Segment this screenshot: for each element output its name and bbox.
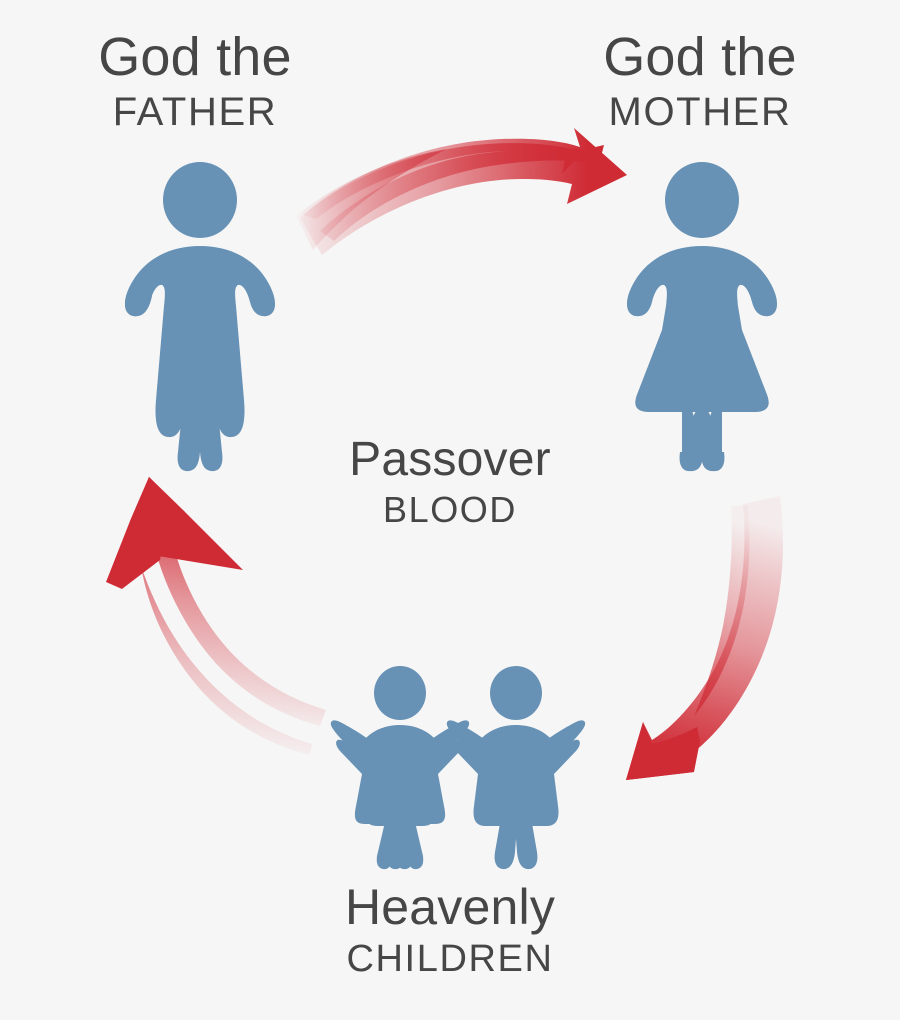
- female-figure-icon: [626, 162, 778, 472]
- arrow-father-to-mother: [296, 128, 627, 255]
- child-girl-figure-icon: [330, 666, 470, 870]
- center-label-line2: BLOOD: [382, 489, 518, 530]
- center-label-line1: Passover: [349, 433, 551, 486]
- child-boy-figure-icon: [446, 666, 586, 870]
- center-label: Passover BLOOD: [300, 436, 600, 528]
- two-children-figure-icon: [330, 666, 586, 870]
- node-label-children-line2: CHILDREN: [346, 938, 554, 980]
- node-label-children: Heavenly CHILDREN: [300, 882, 600, 978]
- node-label-mother-line1: God the: [603, 27, 797, 87]
- node-label-father-line2: FATHER: [112, 90, 278, 134]
- node-label-mother: God the MOTHER: [550, 30, 850, 132]
- node-label-father: God the FATHER: [45, 30, 345, 132]
- arrow-mother-to-children: [626, 496, 783, 780]
- node-label-children-line1: Heavenly: [344, 879, 556, 935]
- node-label-mother-line2: MOTHER: [608, 90, 792, 134]
- arrow-children-to-father: [106, 477, 326, 755]
- male-figure-icon: [124, 162, 276, 472]
- node-label-father-line1: God the: [98, 27, 292, 87]
